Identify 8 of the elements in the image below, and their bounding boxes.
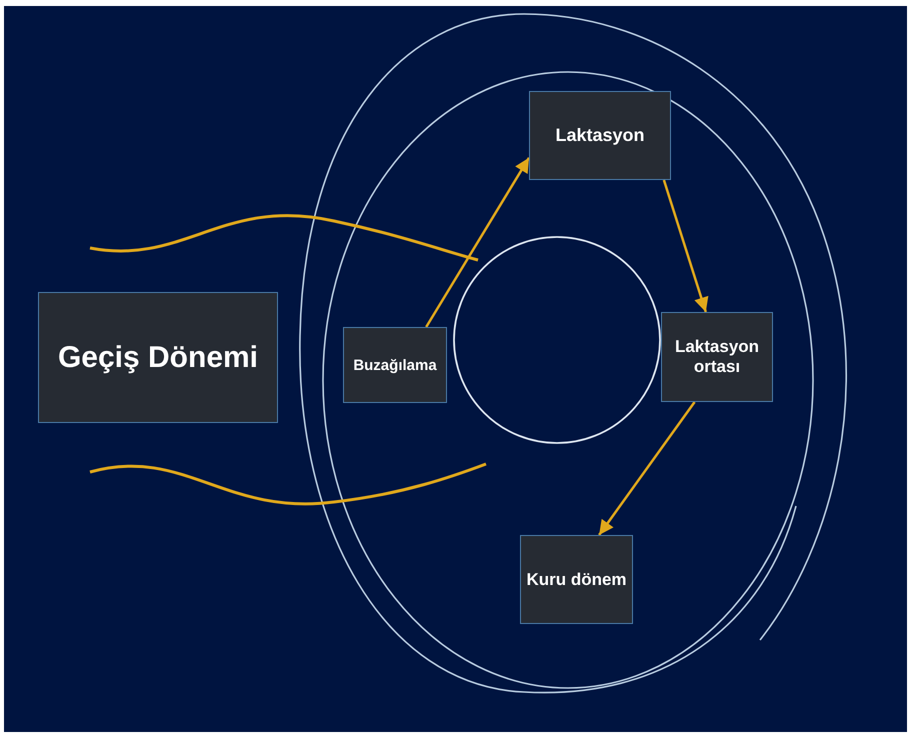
arrow <box>662 180 708 312</box>
stage-box: Kuru dönem <box>520 535 633 624</box>
stage-box: Laktasyon ortası <box>661 312 773 402</box>
stage-box: Laktasyon <box>529 91 671 180</box>
arrow <box>425 157 530 328</box>
stage-box: Buzağılama <box>343 327 447 403</box>
arrow <box>598 401 696 536</box>
stage-box: Geçiş Dönemi <box>38 292 278 423</box>
